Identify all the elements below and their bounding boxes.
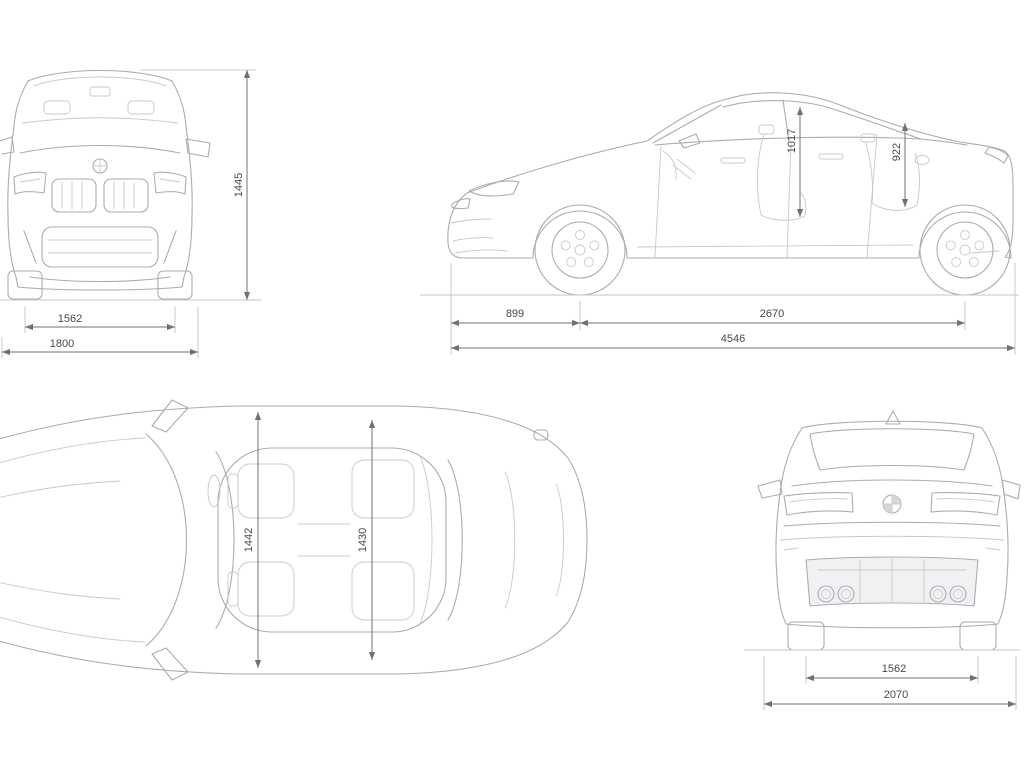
rear-view-drawing: 1562 2070 <box>744 410 1021 710</box>
antenna-fin <box>533 429 549 441</box>
dim-rear-track-label: 1562 <box>882 663 906 675</box>
door-handle-front <box>720 157 746 164</box>
fuel-door <box>914 155 930 165</box>
front-intake <box>41 226 159 268</box>
side-mirror-left <box>0 136 15 155</box>
front-car-outline <box>7 70 193 291</box>
dim-interior-width-front-label: 1442 <box>243 528 255 552</box>
side-dimensions: 1017 922 899 2670 4546 <box>450 107 1016 355</box>
dim-wheelbase-label: 2670 <box>760 308 784 320</box>
exhaust-tip <box>837 585 855 603</box>
front-view-drawing: 1445 1562 1800 <box>0 69 262 358</box>
dim-front-width-label: 1800 <box>50 338 74 350</box>
taillight-right <box>930 492 1001 516</box>
side-mirror-left <box>757 479 783 499</box>
headlight-side <box>468 180 520 197</box>
steering-wheel <box>207 474 221 508</box>
headlight-right <box>153 171 187 195</box>
headlight-left <box>13 171 47 195</box>
wheel-left <box>7 270 43 300</box>
wheel-right <box>157 270 193 300</box>
front-dimensions: 1445 1562 1800 <box>1 69 256 358</box>
rear-car-outline <box>775 410 1009 629</box>
dim-front-height-label: 1445 <box>233 173 245 197</box>
dim-interior-height-front-label: 1017 <box>786 129 798 153</box>
windshield-base <box>145 433 187 647</box>
seat-front-left <box>237 463 295 519</box>
rear-window <box>447 459 463 621</box>
front-wheels <box>7 270 193 300</box>
dim-interior-width-rear-label: 1430 <box>357 528 369 552</box>
side-interior <box>662 124 920 221</box>
side-mirror-top-left <box>151 399 189 433</box>
top-dimensions: 1442 1430 <box>243 412 376 668</box>
rear-dimensions: 1562 2070 <box>763 656 1017 710</box>
headrest-right <box>127 100 155 115</box>
dim-front-track-label: 1562 <box>58 313 82 325</box>
side-mirror-right <box>185 138 211 158</box>
rear-window <box>809 428 975 471</box>
headrest-left <box>43 100 71 115</box>
side-mirror-right <box>1001 479 1021 500</box>
top-interior <box>207 455 433 625</box>
rearview-mirror <box>89 86 111 97</box>
dim-front-overhang-label: 899 <box>506 308 524 320</box>
top-view-drawing: 1442 1430 <box>0 399 588 681</box>
side-car-outline <box>447 92 1014 259</box>
seat-rear-left <box>351 459 415 519</box>
front-bumper <box>23 226 177 283</box>
dim-rear-width-label: 2070 <box>884 689 908 701</box>
exhaust-tip <box>929 585 947 603</box>
rear-diffuser <box>805 556 979 607</box>
kidney-grille-right <box>103 178 149 213</box>
seat-front-right <box>237 561 295 617</box>
antenna-fin <box>885 410 901 425</box>
taillight-left <box>783 492 854 516</box>
grille-side <box>451 198 471 210</box>
dim-interior-height-rear-label: 922 <box>891 143 903 161</box>
front-grille-and-lights <box>13 158 187 213</box>
exhaust-tip <box>817 585 835 603</box>
exhaust-tip <box>949 585 967 603</box>
seat-rear-right <box>351 561 415 621</box>
kidney-grille-left <box>51 178 97 213</box>
side-mirror-top-right <box>151 647 189 681</box>
taillight-side <box>984 146 1009 164</box>
top-car-outline <box>0 399 588 681</box>
side-mirror <box>678 133 701 149</box>
brand-roundel-icon <box>882 494 902 514</box>
door-handle-rear <box>818 153 844 160</box>
front-mirrors <box>0 136 211 158</box>
dim-overall-length-label: 4546 <box>721 333 745 345</box>
roof-panel <box>217 447 447 633</box>
side-view-drawing: 1017 922 899 2670 4546 <box>420 92 1019 355</box>
